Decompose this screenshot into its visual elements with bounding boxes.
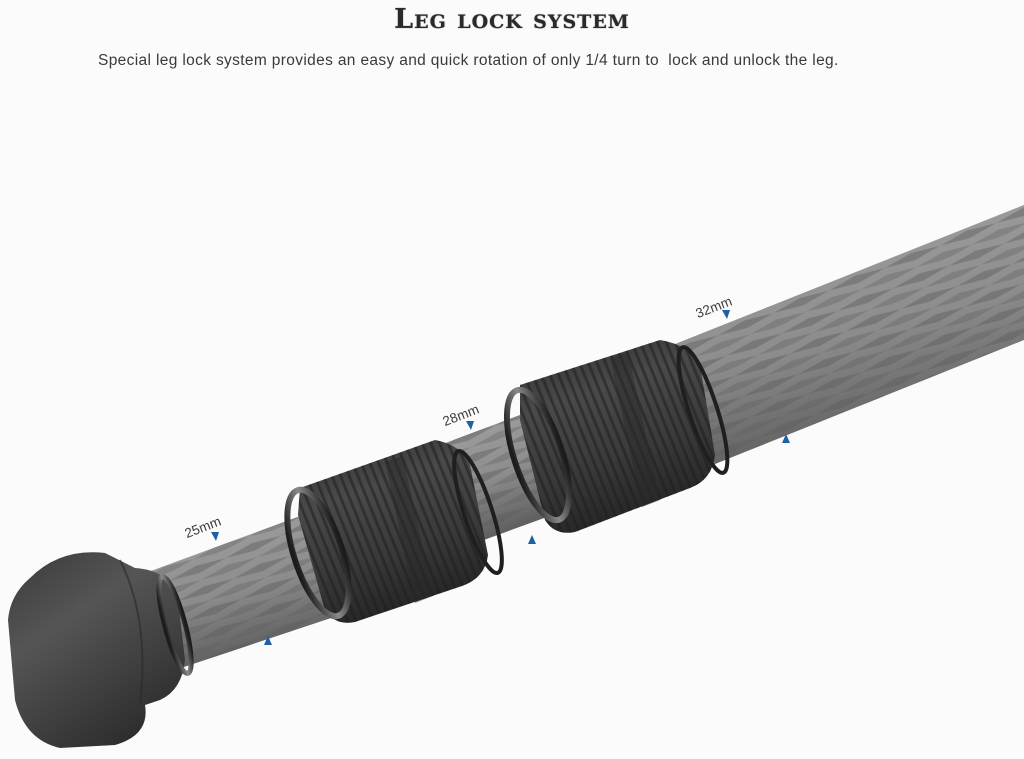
blue-arrowhead-icon bbox=[528, 535, 536, 544]
blue-arrowhead-icon bbox=[264, 636, 272, 645]
lower-leg-tube bbox=[140, 505, 355, 670]
rubber-foot bbox=[8, 552, 194, 748]
blue-arrowhead-icon bbox=[466, 421, 474, 430]
blue-arrowhead-icon bbox=[782, 434, 790, 443]
blue-arrowhead-icon bbox=[722, 310, 730, 319]
upper-leg-tube bbox=[660, 205, 1024, 470]
page-title: Leg lock system bbox=[394, 4, 630, 35]
dimension-markers bbox=[211, 310, 790, 645]
page-subtitle: Special leg lock system provides an easy… bbox=[98, 52, 839, 69]
upper-twist-lock[interactable] bbox=[494, 340, 737, 533]
lower-twist-lock[interactable] bbox=[275, 440, 511, 623]
blue-arrowhead-icon bbox=[211, 532, 219, 541]
